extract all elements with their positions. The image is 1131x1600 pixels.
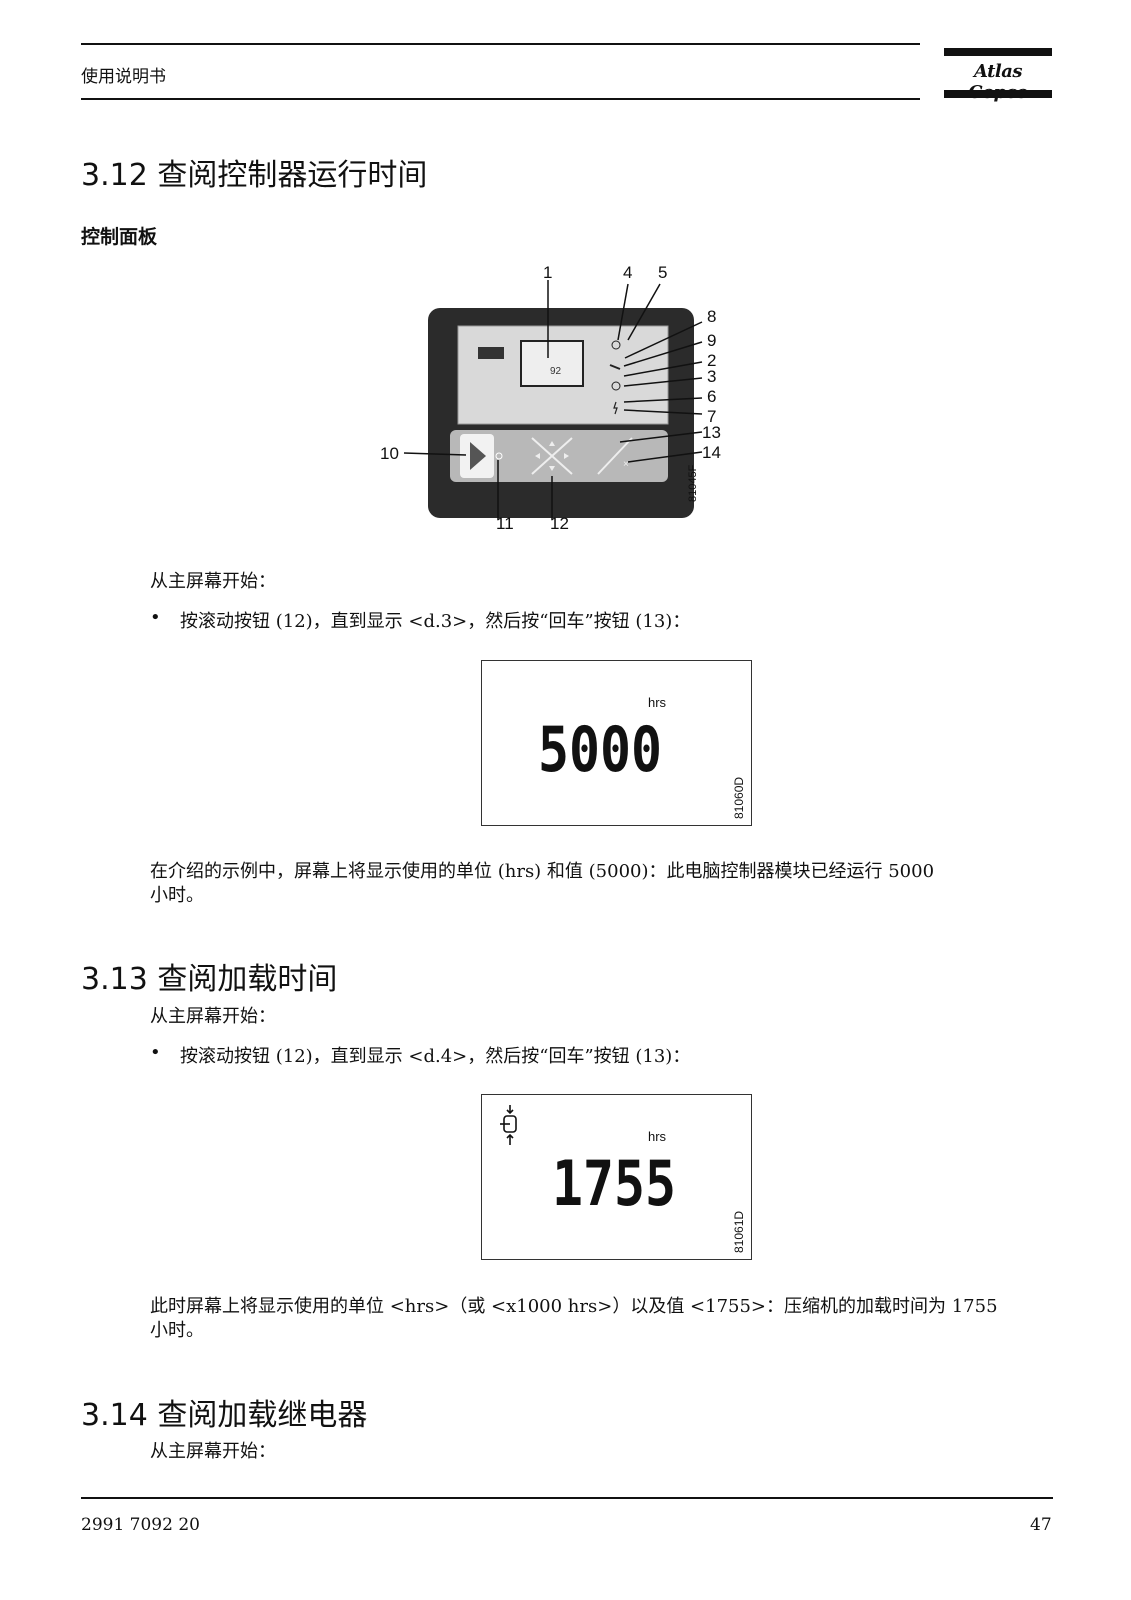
intro-3-14: 从主屏幕开始： [150,1441,276,1462]
callout-14: 14 [702,443,721,462]
callout-7: 7 [707,407,716,426]
intro-3-12: 从主屏幕开始： [150,571,276,592]
document-type: 使用说明书 [81,67,166,87]
load-icon [500,1105,517,1145]
callout-10: 10 [380,444,399,463]
callout-2: 2 [707,351,716,370]
seven-segment-value: 1755 [552,1151,676,1211]
document-number: 2991 7092 20 [81,1515,200,1535]
callout-11: 11 [496,514,514,533]
header-bottom-rule [81,98,920,100]
header-top-rule [81,43,920,45]
callout-8: 8 [707,307,716,326]
callout-6: 6 [707,387,716,406]
callout-3: 3 [707,367,716,386]
callout-9: 9 [707,331,716,350]
subheading-control-panel: 控制面板 [81,226,158,248]
svg-text:5000: 5000 [538,717,662,777]
seven-segment-value: 5000 [538,717,662,777]
callout-4: 4 [623,263,632,282]
intro-3-13: 从主屏幕开始： [150,1006,276,1027]
section-heading-3-13: 3.13 查阅加载时间 [81,962,338,997]
figure-code: 81061D [732,1210,746,1253]
section-heading-3-14: 3.14 查阅加载继电器 [81,1398,368,1433]
svg-text:×: × [623,459,629,470]
callout-1: 1 [543,263,552,282]
page-number: 47 [1030,1515,1052,1535]
panel-lcd-value: 92 [550,366,562,377]
figure-code: 81060D [732,776,746,819]
description-3-12: 在介绍的示例中，屏幕上将显示使用的单位 (hrs) 和值 (5000)：此电脑控… [150,861,935,906]
display-1755: hrs 1755 81061D [481,1094,752,1260]
display-unit: hrs [648,1129,667,1144]
display-unit: hrs [648,695,667,710]
display-5000: hrs 5000 81060D [481,660,752,826]
svg-text:1755: 1755 [552,1151,676,1211]
panel-figure-code: 81045F [687,464,699,502]
description-3-13: 此时屏幕上将显示使用的单位 <hrs>（或 <x1000 hrs>）以及值 <1… [150,1296,998,1341]
callout-13: 13 [702,423,721,442]
callout-5: 5 [658,263,667,282]
footer-rule [81,1497,1053,1499]
section-heading-3-12: 3.12 查阅控制器运行时间 [81,158,428,193]
callout-12: 12 [550,514,569,533]
control-panel-figure: 92 × 1 4 5 8 9 2 3 6 7 13 [380,263,721,533]
atlas-copco-logo: Atlas Copco [944,48,1052,103]
